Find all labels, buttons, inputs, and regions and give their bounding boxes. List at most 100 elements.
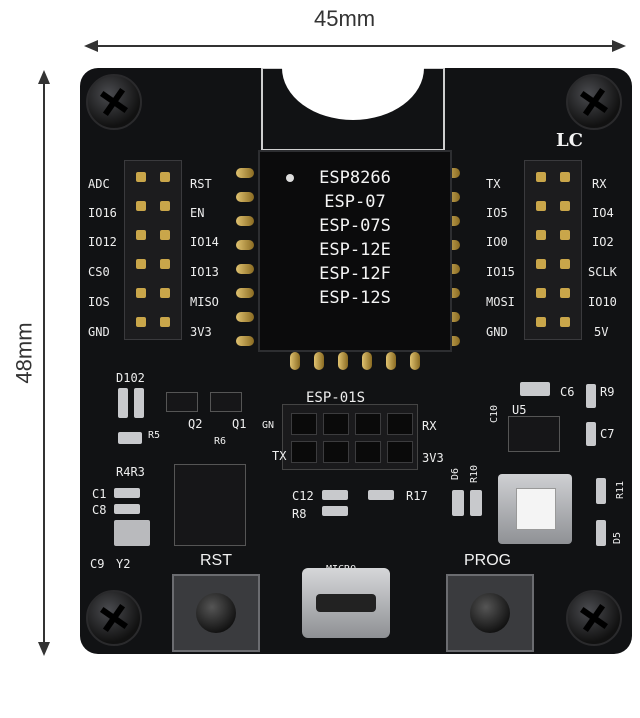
transistor-q2	[166, 392, 198, 412]
resistor-r10	[470, 490, 482, 516]
height-arrow-bottom-head	[38, 642, 50, 656]
pin-label: IO10	[588, 295, 617, 309]
slide-switch-knob[interactable]	[516, 488, 556, 530]
pin-label: SCLK	[588, 265, 617, 279]
capacitor-c1	[114, 488, 140, 498]
component-label-r17: R17	[406, 489, 428, 503]
pin-label: IO13	[190, 265, 219, 279]
header-pin	[560, 230, 570, 240]
crystal-y2	[114, 520, 150, 546]
header-pin	[536, 230, 546, 240]
mounting-screw-top-left	[86, 74, 142, 130]
chip-label: ESP-07S	[319, 216, 391, 236]
pin-label: GND	[486, 325, 508, 339]
header-pin	[560, 288, 570, 298]
pin-label: 3V3	[190, 325, 212, 339]
esp01-label: ESP-01S	[306, 390, 366, 406]
component-label-r10: R10	[469, 464, 481, 484]
component-label-d6: D6	[450, 467, 462, 481]
board-logo: LC	[556, 130, 583, 151]
mounting-screw-bottom-right	[566, 590, 622, 646]
header-pin	[560, 259, 570, 269]
component-label-c9: C9	[90, 557, 105, 571]
rst-button-cap[interactable]	[196, 593, 236, 633]
prog-button-cap[interactable]	[470, 593, 510, 633]
header-pin	[536, 288, 546, 298]
led-d5	[596, 520, 606, 546]
pogo-pin-left	[236, 264, 254, 274]
pogo-pin-bottom	[338, 352, 348, 370]
component-label-q2: Q2	[188, 417, 203, 431]
pin-label: IO15	[486, 265, 515, 279]
esp01-gnd-label: GN	[262, 420, 275, 431]
pin-label: CS0	[88, 265, 110, 279]
pogo-pin-left	[236, 288, 254, 298]
led-d6	[452, 490, 464, 516]
resistor-r9	[586, 384, 596, 408]
pin-label: IO14	[190, 235, 219, 249]
component-label-d102: D102	[116, 371, 145, 385]
regulator-u5	[508, 416, 560, 452]
component-label-q1: Q1	[232, 417, 247, 431]
pogo-pin-bottom	[386, 352, 396, 370]
resistor-r17	[368, 490, 394, 500]
header-pin	[160, 317, 170, 327]
pin-label: IOS	[88, 295, 110, 309]
header-pin	[160, 172, 170, 182]
chip-label: ESP-07	[324, 192, 386, 212]
chip-dot	[286, 174, 294, 182]
component-label-r9: R9	[600, 385, 615, 399]
header-pin	[560, 317, 570, 327]
pin-label: ADC	[88, 177, 110, 191]
transistor-q1	[210, 392, 242, 412]
pin-label: IO2	[592, 235, 614, 249]
chip-label: ESP-12E	[319, 240, 391, 260]
component-label-c8: C8	[92, 503, 107, 517]
header-pin	[136, 201, 146, 211]
capacitor-c6	[520, 382, 550, 396]
width-label: 45mm	[314, 6, 376, 31]
pin-label: IO4	[592, 206, 614, 220]
micro-usb-port[interactable]	[302, 568, 390, 638]
usb-port-opening	[316, 594, 376, 612]
component-label-r5: R5	[148, 430, 161, 441]
component-label-c1: C1	[92, 487, 107, 501]
header-pin	[136, 288, 146, 298]
mounting-screw-top-right	[566, 74, 622, 130]
pogo-pin-left	[236, 168, 254, 178]
capacitor-c7	[586, 422, 596, 446]
pin-label: TX	[486, 177, 501, 191]
rst-button[interactable]	[172, 574, 260, 652]
esp01-3v3-label: 3V3	[422, 451, 444, 465]
pogo-pin-left	[236, 192, 254, 202]
pin-label: IO12	[88, 235, 117, 249]
board-cutout	[258, 68, 448, 152]
pin-label: EN	[190, 206, 205, 220]
component-label-r11: R11	[615, 480, 627, 500]
esp01-rx-label: RX	[422, 419, 437, 433]
header-pin	[136, 230, 146, 240]
component-label-c6: C6	[560, 385, 575, 399]
pogo-pin-left	[236, 336, 254, 346]
mode-slide-switch[interactable]	[498, 474, 572, 544]
component-label-c7: C7	[600, 427, 615, 441]
header-pin	[136, 317, 146, 327]
led-d102b	[134, 388, 144, 418]
pin-label: RX	[592, 177, 607, 191]
capacitor-c8	[114, 504, 140, 514]
right-pin-header	[524, 160, 582, 340]
pogo-pin-left	[236, 312, 254, 322]
header-pin	[536, 317, 546, 327]
chip-label: ESP-12S	[319, 288, 391, 308]
resistor-r11	[596, 478, 606, 504]
height-arrow-top-head	[38, 70, 50, 84]
esp01-socket	[282, 404, 418, 470]
component-label-d5: D5	[612, 531, 624, 545]
pin-label: GND	[88, 325, 110, 339]
pin-label: IO0	[486, 235, 508, 249]
pogo-pin-bottom	[290, 352, 300, 370]
led-d102	[118, 388, 128, 418]
header-pin	[136, 172, 146, 182]
prog-button[interactable]	[446, 574, 534, 652]
